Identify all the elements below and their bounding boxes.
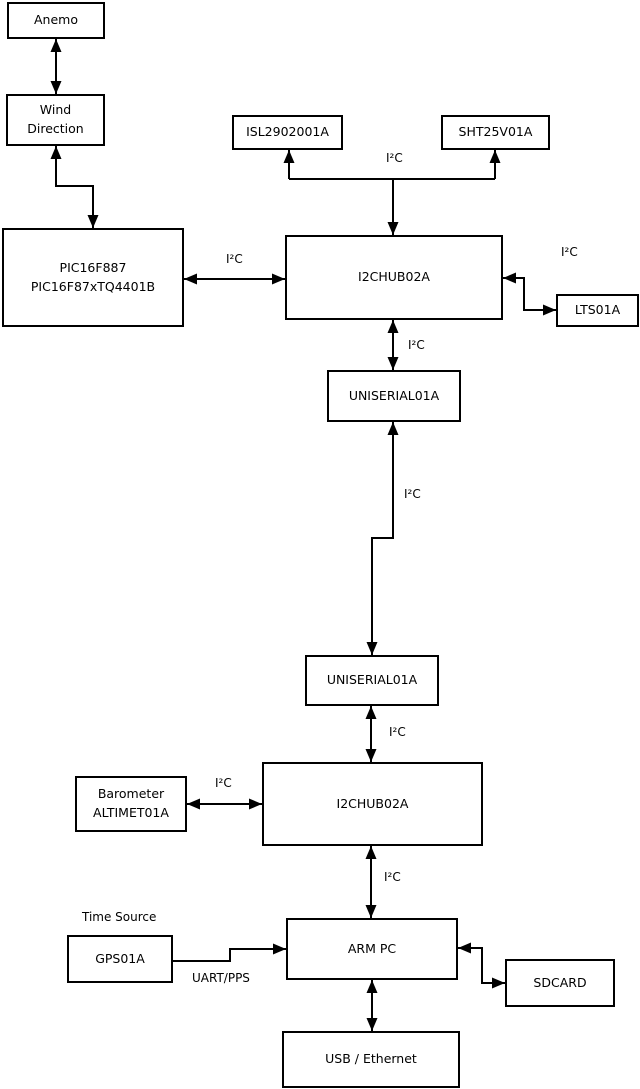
node-pic: PIC16F887 PIC16F87xTQ4401B [2,228,184,327]
node-uniserial-1-label: UNISERIAL01A [348,387,440,403]
node-barometer-label-line2: ALTIMET01A [93,805,169,820]
node-lts01a-label: LTS01A [574,302,621,318]
connector-uniserial1-uniserial2 [366,422,399,655]
node-pic-label-line1: PIC16F887 [59,259,127,275]
edge-label-i2c-pic-hub1: I²C [226,252,243,266]
edge-label-i2c-hub1-lts: I²C [561,245,578,259]
node-wind-direction-label-line2: Direction [27,121,84,136]
edge-label-i2c-hub2-armpc: I²C [384,870,401,884]
node-usb-ethernet: USB / Ethernet [282,1031,460,1088]
node-barometer-label-line1: Barometer [97,786,165,802]
connector-gps-armpc [173,943,286,962]
edge-label-i2c-sensor-bus: I²C [386,151,403,165]
edge-label-i2c-uniserial2-hub2: I²C [389,725,406,739]
node-sht25v01a-label: SHT25V01A [458,124,533,140]
connector-armpc-sdcard [458,942,505,989]
node-uniserial-1: UNISERIAL01A [327,370,461,422]
edge-label-time-source: Time Source [82,910,157,924]
node-wind-direction-label-line1: Wind [39,102,72,118]
node-barometer: Barometer ALTIMET01A [75,776,187,832]
node-arm-pc-label: ARM PC [347,940,397,956]
node-gps01a-label: GPS01A [95,950,145,966]
node-wind-direction: Wind Direction [6,94,105,146]
node-sdcard: SDCARD [505,959,615,1007]
edge-label-i2c-hub1-uniserial1: I²C [408,338,425,352]
node-uniserial-2-label: UNISERIAL01A [326,672,418,688]
node-sdcard-label: SDCARD [533,974,587,990]
node-gps01a: GPS01A [67,935,173,983]
node-isl2902001a: ISL2902001A [232,115,343,150]
node-usb-ethernet-label: USB / Ethernet [325,1051,417,1067]
edge-label-i2c-barometer-hub2: I²C [215,776,232,790]
node-i2chub-2-label: I2CHUB02A [336,795,409,811]
connector-hub1-lts [503,272,556,316]
edge-label-uart-pps: UART/PPS [192,971,250,985]
node-isl2902001a-label: ISL2902001A [246,124,329,140]
node-arm-pc: ARM PC [286,918,458,980]
node-anemo-label: Anemo [34,12,78,28]
node-uniserial-2: UNISERIAL01A [305,655,439,706]
node-i2chub-2: I2CHUB02A [262,762,483,846]
node-sht25v01a: SHT25V01A [441,115,550,150]
connector-wind-pic [50,146,99,228]
node-i2chub-1: I2CHUB02A [285,235,503,320]
node-lts01a: LTS01A [556,294,639,327]
node-pic-label-line2: PIC16F87xTQ4401B [30,278,156,294]
node-i2chub-1-label: I2CHUB02A [358,269,430,285]
node-anemo: Anemo [7,2,105,39]
edge-label-i2c-uniserial-link: I²C [404,487,421,501]
